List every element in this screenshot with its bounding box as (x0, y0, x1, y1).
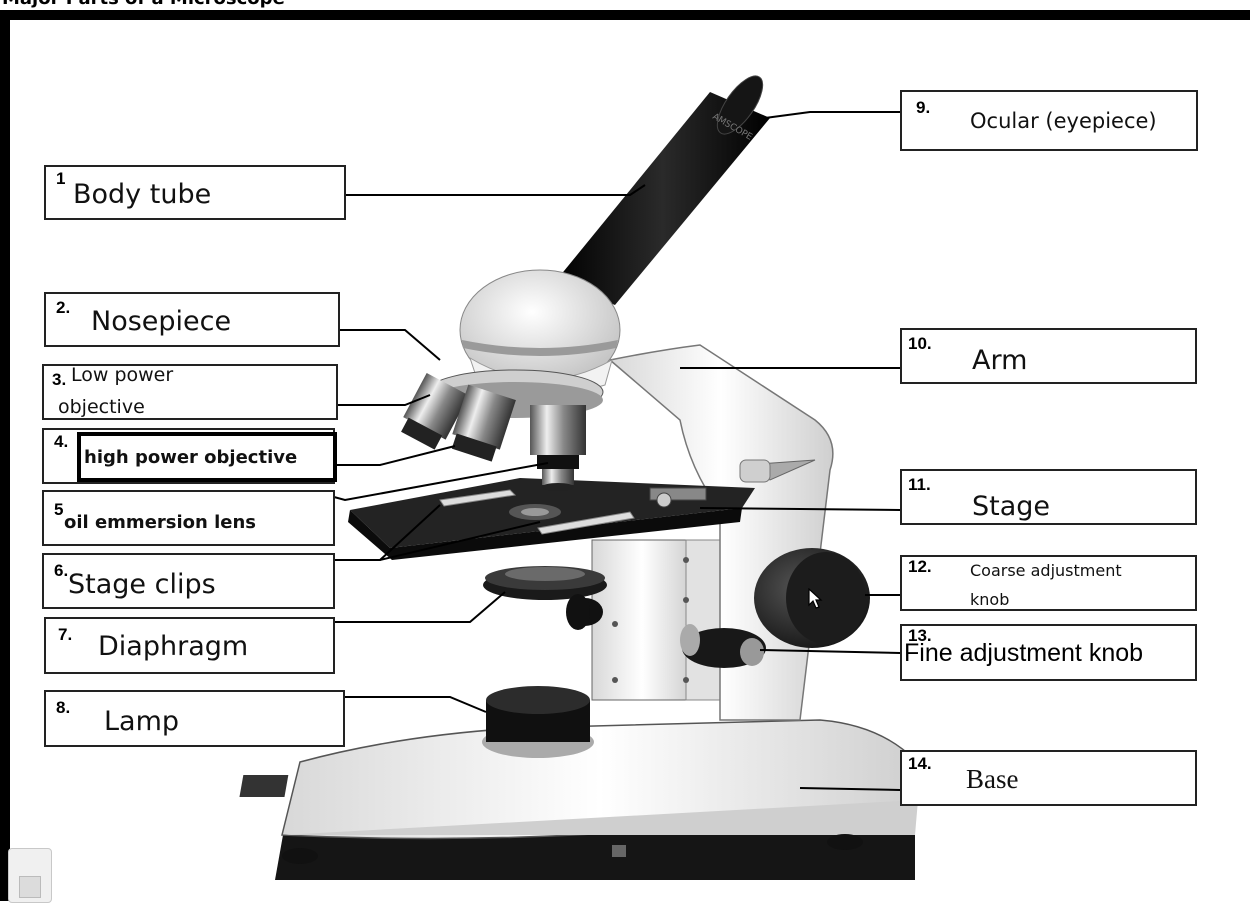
label-text-line1: Coarse adjustment (970, 561, 1122, 580)
label-diaphragm: 7. Diaphragm (44, 617, 335, 674)
label-number: 7. (58, 625, 72, 645)
label-number: 3. (52, 370, 66, 390)
label-number: 2. (56, 298, 70, 318)
label-low-power-objective: 3. Low power objective (42, 364, 338, 420)
label-number: 12. (908, 557, 932, 577)
label-text: Nosepiece (91, 306, 231, 337)
label-coarse-adjustment: 12. Coarse adjustment knob (900, 555, 1197, 611)
mouse-pointer-icon (808, 588, 824, 610)
label-number: 9. (916, 98, 930, 118)
label-fine-adjustment: 13. Fine adjustment knob (900, 624, 1197, 681)
body-tube-shape: AMSCOPE (555, 69, 771, 305)
label-body-tube: 1 Body tube (44, 165, 346, 220)
label-number: 8. (56, 698, 70, 718)
label-text: high power objective (84, 447, 297, 468)
label-number: 6. (54, 561, 68, 581)
label-stage-clips: 6. Stage clips (42, 553, 335, 609)
label-text: Diaphragm (98, 631, 248, 662)
label-number: 11. (908, 475, 931, 495)
label-text: Base (966, 764, 1018, 795)
label-text: Body tube (73, 179, 211, 210)
pillar-shape (592, 540, 720, 700)
label-arm: 10. Arm (900, 328, 1197, 384)
label-number: 1 (56, 169, 65, 189)
label-text-line2: objective (58, 396, 145, 418)
label-text: Arm (972, 345, 1027, 376)
scroll-thumb[interactable] (19, 876, 41, 898)
label-text: Ocular (eyepiece) (970, 109, 1157, 133)
label-number: 10. (908, 334, 932, 354)
label-text: oil emmersion lens (64, 512, 256, 533)
label-oil-immersion: 5 oil emmersion lens (42, 490, 335, 546)
label-ocular: 9. Ocular (eyepiece) (900, 90, 1198, 151)
lamp-shape (482, 686, 594, 758)
label-text-line1: Low power (71, 364, 173, 386)
label-number: 5 (54, 500, 63, 520)
label-text: Stage (972, 491, 1050, 522)
label-base: 14. Base (900, 750, 1197, 806)
label-nosepiece: 2. Nosepiece (44, 292, 340, 347)
label-text: Lamp (104, 706, 179, 737)
label-high-power-objective: 4. high power objective (42, 428, 335, 484)
label-text-line2: knob (970, 590, 1009, 609)
label-text: Fine adjustment knob (904, 639, 1143, 668)
label-number: 4. (54, 432, 68, 452)
label-stage: 11. Stage (900, 469, 1197, 525)
label-number: 14. (908, 754, 932, 774)
label-text: Stage clips (68, 569, 216, 600)
label-lamp: 8. Lamp (44, 690, 345, 747)
scroll-widget[interactable] (8, 848, 52, 903)
